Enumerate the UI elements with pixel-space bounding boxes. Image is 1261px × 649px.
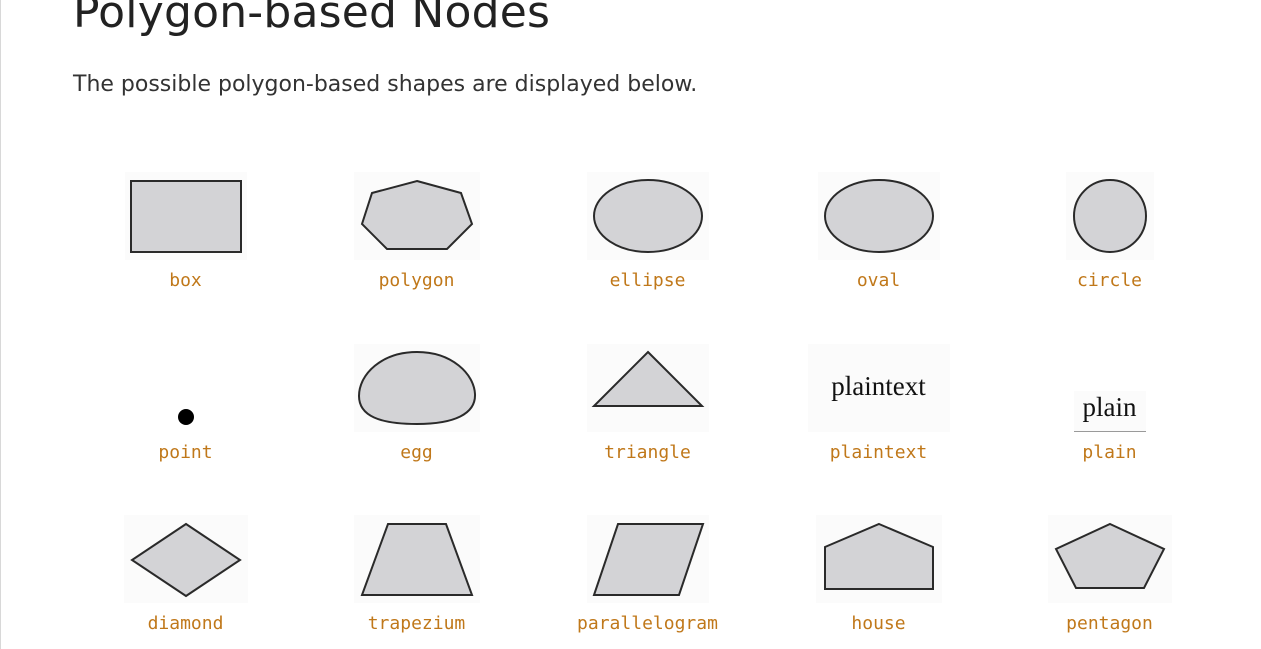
shape-cell-parallelogram: parallelogram: [532, 515, 763, 649]
trapezium-shape-icon: [353, 515, 480, 603]
ellipse-shape-icon: [586, 172, 709, 260]
shape-cell-pentagon: pentagon: [994, 515, 1225, 649]
shape-cell-plain: plain plain: [994, 344, 1225, 484]
pentagon-shape-icon: [1047, 515, 1172, 603]
shape-cell-diamond: diamond: [70, 515, 301, 649]
shape-cell-plaintext: plaintext plaintext: [763, 344, 994, 484]
shape-cell-point: point: [70, 344, 301, 484]
shape-label-box: box: [169, 270, 202, 291]
box-shape-icon: [124, 172, 247, 260]
shape-label-plaintext: plaintext: [829, 442, 928, 463]
shape-label-pentagon: pentagon: [1066, 613, 1153, 634]
shape-label-trapezium: trapezium: [367, 613, 466, 634]
egg-shape-icon: [353, 344, 480, 432]
page-title: Polygon-based Nodes: [73, 0, 551, 38]
parallelogram-shape-icon: [586, 515, 709, 603]
shape-cell-polygon: polygon: [301, 172, 532, 312]
shape-cell-circle: circle: [994, 172, 1225, 312]
intro-paragraph: The possible polygon-based shapes are di…: [73, 72, 698, 97]
shape-cell-box: box: [70, 172, 301, 312]
shape-label-circle: circle: [1076, 270, 1143, 291]
shape-label-polygon: polygon: [378, 270, 455, 291]
shape-label-egg: egg: [400, 442, 433, 463]
point-shape-icon: [166, 344, 206, 432]
shape-cell-egg: egg: [301, 344, 532, 484]
shape-label-oval: oval: [856, 270, 901, 291]
shape-label-triangle: triangle: [604, 442, 691, 463]
shape-cell-ellipse: ellipse: [532, 172, 763, 312]
shape-label-point: point: [158, 442, 213, 463]
shape-cell-house: house: [763, 515, 994, 649]
triangle-shape-icon: [586, 344, 709, 432]
shape-cell-triangle: triangle: [532, 344, 763, 484]
shape-label-parallelogram: parallelogram: [577, 613, 718, 634]
oval-shape-icon: [817, 172, 940, 260]
circle-shape-icon: [1065, 172, 1154, 260]
plain-shape-icon: plain: [1073, 344, 1146, 432]
shape-label-ellipse: ellipse: [609, 270, 686, 291]
plain-shape-bg: [1073, 391, 1146, 432]
house-shape-icon: [815, 515, 942, 603]
diamond-shape-icon: [123, 515, 248, 603]
polygon-shape-icon: [353, 172, 480, 260]
shape-cell-oval: oval: [763, 172, 994, 312]
page-left-border: [0, 0, 1, 649]
shape-cell-trapezium: trapezium: [301, 515, 532, 649]
plaintext-shape-icon: plaintext: [807, 344, 950, 432]
shape-label-house: house: [851, 613, 906, 634]
shape-label-diamond: diamond: [147, 613, 224, 634]
plain-sample-text: plain: [1082, 392, 1137, 422]
shape-label-plain: plain: [1082, 442, 1137, 463]
plaintext-sample-text: plaintext: [831, 371, 926, 401]
